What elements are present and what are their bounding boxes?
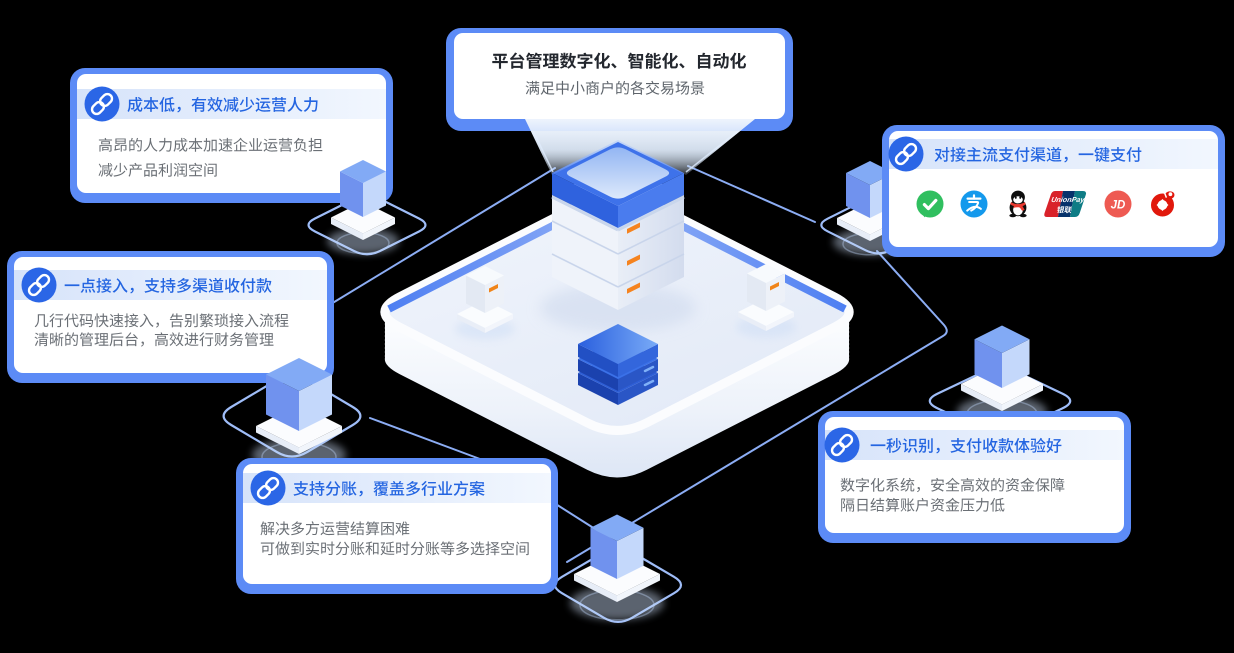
svg-text:UnionPay: UnionPay	[1050, 195, 1086, 204]
svg-text:JD: JD	[1111, 199, 1126, 211]
